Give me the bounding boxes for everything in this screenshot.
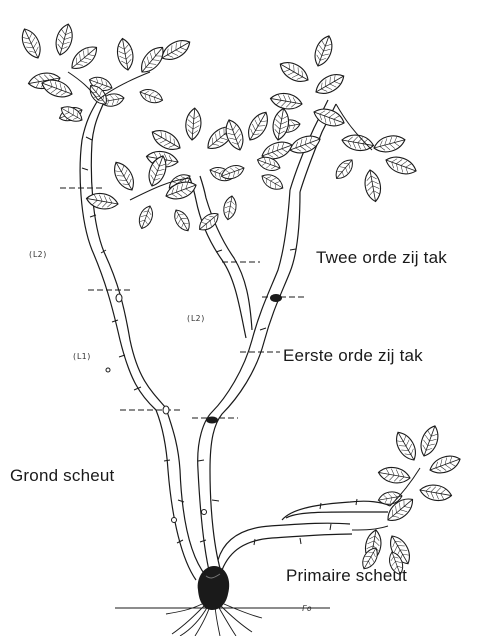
- leaves-upper-left: [18, 22, 194, 125]
- leaves-lower-right: [359, 423, 463, 576]
- label-primaire-scheut: Primaire scheut: [286, 566, 407, 586]
- leaves-middle: [85, 107, 322, 234]
- mark-l2-left: (L2): [28, 250, 47, 259]
- label-twee-orde-zijtak: Twee orde zij tak: [316, 248, 447, 268]
- label-grond-scheut: Grond scheut: [10, 466, 114, 486]
- mark-l1: (L1): [72, 352, 91, 361]
- mark-l2-mid: (L2): [186, 314, 205, 323]
- label-eerste-orde-zijtak: Eerste orde zij tak: [283, 346, 423, 366]
- artist-signature: Fo: [302, 604, 312, 613]
- crown: [198, 566, 230, 610]
- thorns: [82, 137, 357, 545]
- leaves-upper-right: [269, 33, 418, 202]
